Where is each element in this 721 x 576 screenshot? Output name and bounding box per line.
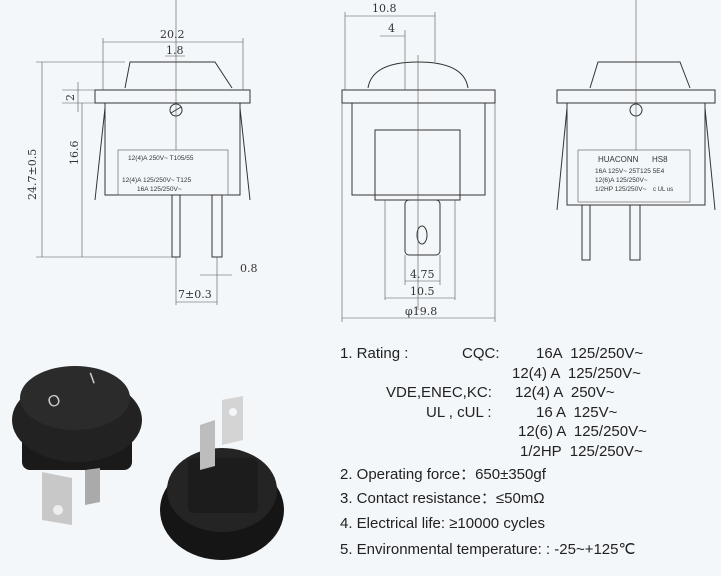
dim-terminal-width: 4.75: [410, 268, 435, 281]
product-photo: O I: [12, 366, 284, 560]
dim-side-width: 10.8: [372, 2, 397, 15]
center-terminal: [404, 199, 441, 256]
rating-label: 1. Rating :: [340, 345, 409, 362]
terminal-hole: [53, 505, 63, 515]
label-line: 12(4)A 125/250V~ T125: [122, 177, 191, 184]
dim-offset: 1.8: [166, 44, 184, 57]
terminal-pin: [85, 468, 100, 505]
switch-body: [188, 458, 258, 513]
rating-value: 12(6) A 125/250V~: [518, 423, 647, 440]
label-line: 12(4)A 250V~ T105/55: [128, 155, 194, 162]
dim-base-width: 10.5: [410, 285, 435, 298]
dim-pin-spacing: 7±0.3: [178, 288, 212, 301]
snap-latch: [556, 107, 716, 211]
rating-value: 16 A 125V~: [536, 403, 618, 421]
operating-force: 2. Operating force：650±350gf: [340, 466, 546, 483]
terminal-pin: [171, 194, 181, 258]
rating-agency: UL , cUL :: [426, 403, 492, 421]
front-view: 12(4)A 250V~ T105/55 12(4)A 125/250V~ T1…: [26, 0, 258, 305]
environmental-temperature: 5. Environmental temperature: : -25~+125…: [340, 540, 636, 558]
electrical-life: 4. Electrical life: ≥10000 cycles: [340, 515, 545, 532]
dim-body-height: 16.6: [68, 141, 81, 166]
terminal-pin: [581, 204, 591, 261]
rating-value: 1/2HP 125/250V~: [520, 442, 643, 460]
rating-agency: CQC:: [462, 345, 500, 362]
inner-housing: [374, 129, 461, 201]
label-line: 12(6)A 125/250V~: [595, 177, 648, 184]
snap-latch: [94, 107, 251, 201]
terminal-pin: [211, 194, 223, 258]
dim-pin-thickness: 0.8: [240, 262, 258, 275]
label-line: 1/2HP 125/250V~: [595, 186, 647, 193]
terminal-pin: [629, 204, 641, 261]
ul-mark: c UL us: [653, 187, 673, 193]
label-panel: [577, 149, 691, 203]
back-view: HUACONN HS8 16A 125V~ 25T125 5E4 12(6)A …: [556, 0, 716, 261]
rocker-outline: [589, 61, 691, 89]
rating-value: 12(4) A 250V~: [515, 384, 615, 401]
dim-flange: 2: [64, 94, 77, 101]
flange-outline: [94, 89, 251, 104]
terminal-hole: [416, 225, 428, 245]
terminal-pin: [222, 396, 243, 445]
dim-diameter: φ19.8: [405, 305, 437, 318]
rating-value: 16A 125/250V~: [536, 345, 644, 362]
terminal-pin: [200, 420, 215, 470]
rating-value: 12(4) A 125/250V~: [512, 364, 641, 382]
terminal-pin: [42, 472, 72, 525]
on-mark: I: [88, 370, 98, 387]
dim-width: 20.2: [160, 28, 185, 41]
flange-outline: [341, 89, 496, 104]
brand-label: HUACONN: [598, 155, 639, 164]
rocker-button: [20, 366, 130, 430]
body-outline: [351, 102, 486, 196]
rocker-outline: [124, 61, 233, 89]
rating-agency: VDE,ENEC,KC:: [386, 384, 492, 401]
model-label: HS8: [652, 155, 668, 164]
dim-side-inset: 4: [388, 22, 395, 35]
label-line: 16A 125V~ 25T125 5E4: [595, 168, 665, 175]
off-mark: O: [46, 392, 64, 412]
label-line: 16A 125/250V~: [137, 186, 182, 193]
side-view: 10.8 4 4.75 10.5 φ19.8: [341, 2, 496, 322]
dim-total-height: 24.7±0.5: [26, 149, 39, 200]
contact-resistance: 3. Contact resistance：≤50mΩ: [340, 489, 545, 507]
terminal-hole: [229, 408, 237, 416]
